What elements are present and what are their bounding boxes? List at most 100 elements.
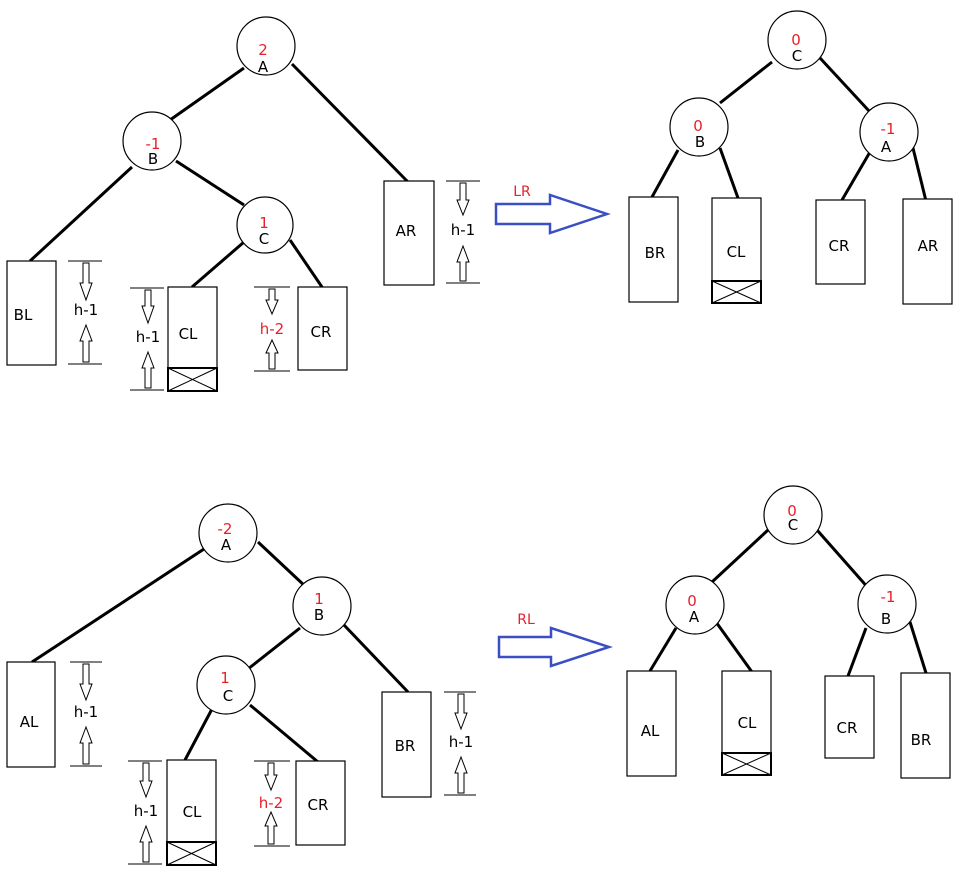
rotation-label-rl: RL bbox=[517, 612, 535, 628]
after-node-a-letter: A bbox=[881, 138, 892, 156]
subtree-ar: AR bbox=[383, 180, 435, 286]
bottom-after-subtree-cl: CL bbox=[721, 670, 772, 776]
after-subtree-ar-label: AR bbox=[918, 237, 939, 255]
rotation-label-lr: LR bbox=[513, 184, 531, 200]
bottom-after-node-a-balance: 0 bbox=[687, 592, 697, 610]
after-node-c-balance: 0 bbox=[791, 31, 801, 49]
bottom-subtree-al-label: AL bbox=[20, 713, 39, 731]
height-label-ar: h-1 bbox=[451, 221, 475, 239]
bottom-subtree-br-label: BR bbox=[395, 737, 416, 755]
bottom-height-marker-cl: h-1 bbox=[128, 760, 162, 865]
bottom-height-marker-br: h-1 bbox=[444, 691, 476, 796]
bottom-after-node-b-balance: -1 bbox=[881, 588, 896, 606]
edge-b-br-bottom-after bbox=[908, 621, 928, 674]
bottom-before-tree: -2 A 1 B 1 C AL CL CR bbox=[6, 503, 476, 866]
edge-b-c bbox=[175, 159, 245, 207]
bottom-after-subtree-al-label: AL bbox=[641, 722, 660, 740]
edge-c-cr-bottom bbox=[249, 703, 319, 764]
after-subtree-br: BR bbox=[628, 196, 679, 303]
bottom-after-node-c-letter: C bbox=[788, 516, 798, 534]
height-label-bl: h-1 bbox=[74, 301, 98, 319]
bottom-subtree-cr-label: CR bbox=[308, 796, 329, 814]
rotation-arrow-lr: LR bbox=[494, 184, 611, 235]
bottom-after-subtree-br: BR bbox=[900, 672, 951, 779]
bottom-after-subtree-br-label: BR bbox=[911, 731, 932, 749]
edge-c-a-bottom-after bbox=[710, 528, 770, 584]
bottom-node-a-balance: -2 bbox=[218, 520, 233, 538]
bottom-node-a-letter: A bbox=[221, 536, 232, 554]
bottom-after-node-a: 0 A bbox=[665, 575, 725, 635]
after-node-a: -1 A bbox=[859, 102, 919, 162]
node-c-balance: 1 bbox=[259, 214, 269, 232]
after-node-b: 0 B bbox=[669, 97, 729, 157]
edge-a-ar-after bbox=[910, 143, 928, 202]
bottom-node-a: -2 A bbox=[198, 503, 258, 563]
top-before-tree: 2 A -1 B 1 C BL CL CR bbox=[6, 16, 480, 392]
node-a-letter: A bbox=[258, 58, 269, 76]
bottom-node-c: 1 C bbox=[196, 655, 256, 715]
height-marker-cr: h-2 bbox=[254, 286, 290, 372]
edge-b-bl bbox=[28, 165, 134, 263]
bottom-subtree-al: AL bbox=[6, 661, 56, 768]
bottom-after-subtree-cr: CR bbox=[824, 675, 875, 759]
edge-b-br-after bbox=[650, 149, 680, 198]
height-label-cr: h-2 bbox=[260, 320, 284, 338]
edge-c-a-after bbox=[818, 56, 872, 114]
subtree-bl-label: BL bbox=[14, 306, 33, 324]
bottom-node-c-balance: 1 bbox=[220, 669, 230, 687]
bottom-height-marker-cr: h-2 bbox=[254, 760, 290, 847]
node-a: 2 A bbox=[236, 16, 296, 76]
subtree-cl: CL bbox=[167, 286, 218, 392]
after-node-c-letter: C bbox=[792, 47, 802, 65]
node-c-letter: C bbox=[259, 230, 269, 248]
bottom-node-b-balance: 1 bbox=[314, 590, 324, 608]
bottom-node-b: 1 B bbox=[292, 576, 352, 636]
edge-c-b-after bbox=[719, 60, 773, 105]
node-b-letter: B bbox=[148, 150, 158, 168]
bottom-height-label-al: h-1 bbox=[74, 703, 98, 721]
edge-c-cl-bottom bbox=[183, 708, 214, 761]
edge-a-b-bottom bbox=[256, 540, 308, 589]
after-subtree-cl: CL bbox=[711, 197, 762, 304]
edge-b-c-bottom bbox=[247, 626, 301, 671]
top-after-tree: 0 C 0 B -1 A BR CL CR bbox=[628, 10, 953, 305]
node-a-balance: 2 bbox=[258, 41, 268, 59]
edge-b-br-bottom bbox=[342, 623, 410, 694]
edge-a-b bbox=[169, 66, 245, 122]
edge-c-cl bbox=[191, 240, 245, 289]
bottom-subtree-cr: CR bbox=[295, 760, 346, 846]
subtree-cr: CR bbox=[297, 286, 348, 371]
bottom-after-node-b: -1 B bbox=[857, 574, 917, 634]
edge-b-cl-after bbox=[718, 147, 740, 199]
bottom-node-b-letter: B bbox=[314, 606, 324, 624]
node-c: 1 C bbox=[236, 196, 294, 254]
edge-c-b-bottom-after bbox=[815, 529, 872, 591]
after-node-c: 0 C bbox=[767, 10, 827, 70]
after-node-a-balance: -1 bbox=[881, 120, 896, 138]
after-node-b-letter: B bbox=[695, 133, 705, 151]
after-node-b-balance: 0 bbox=[693, 117, 703, 135]
height-label-cl: h-1 bbox=[136, 328, 160, 346]
edge-a-al-bottom bbox=[31, 547, 205, 664]
bottom-after-node-c-balance: 0 bbox=[787, 502, 797, 520]
bottom-subtree-cl: CL bbox=[166, 759, 217, 866]
after-subtree-ar: AR bbox=[902, 198, 953, 305]
bottom-node-c-letter: C bbox=[223, 687, 233, 705]
bottom-height-label-br: h-1 bbox=[449, 733, 473, 751]
bottom-height-label-cr: h-2 bbox=[259, 794, 283, 812]
after-subtree-cr-label: CR bbox=[829, 237, 850, 255]
rotation-arrow-rl: RL bbox=[497, 612, 614, 668]
subtree-cl-label: CL bbox=[179, 325, 198, 343]
bottom-after-node-b-letter: B bbox=[881, 610, 891, 628]
height-marker-bl: h-1 bbox=[68, 260, 102, 365]
after-subtree-cr: CR bbox=[815, 199, 866, 285]
bottom-after-subtree-cl-label: CL bbox=[738, 714, 757, 732]
edge-a-al-bottom-after bbox=[648, 627, 678, 672]
bottom-after-node-a-letter: A bbox=[689, 608, 700, 626]
edge-a-cl-bottom-after bbox=[714, 621, 754, 673]
bottom-height-marker-al: h-1 bbox=[70, 661, 102, 767]
subtree-bl: BL bbox=[6, 260, 57, 366]
bottom-subtree-br: BR bbox=[381, 691, 432, 798]
